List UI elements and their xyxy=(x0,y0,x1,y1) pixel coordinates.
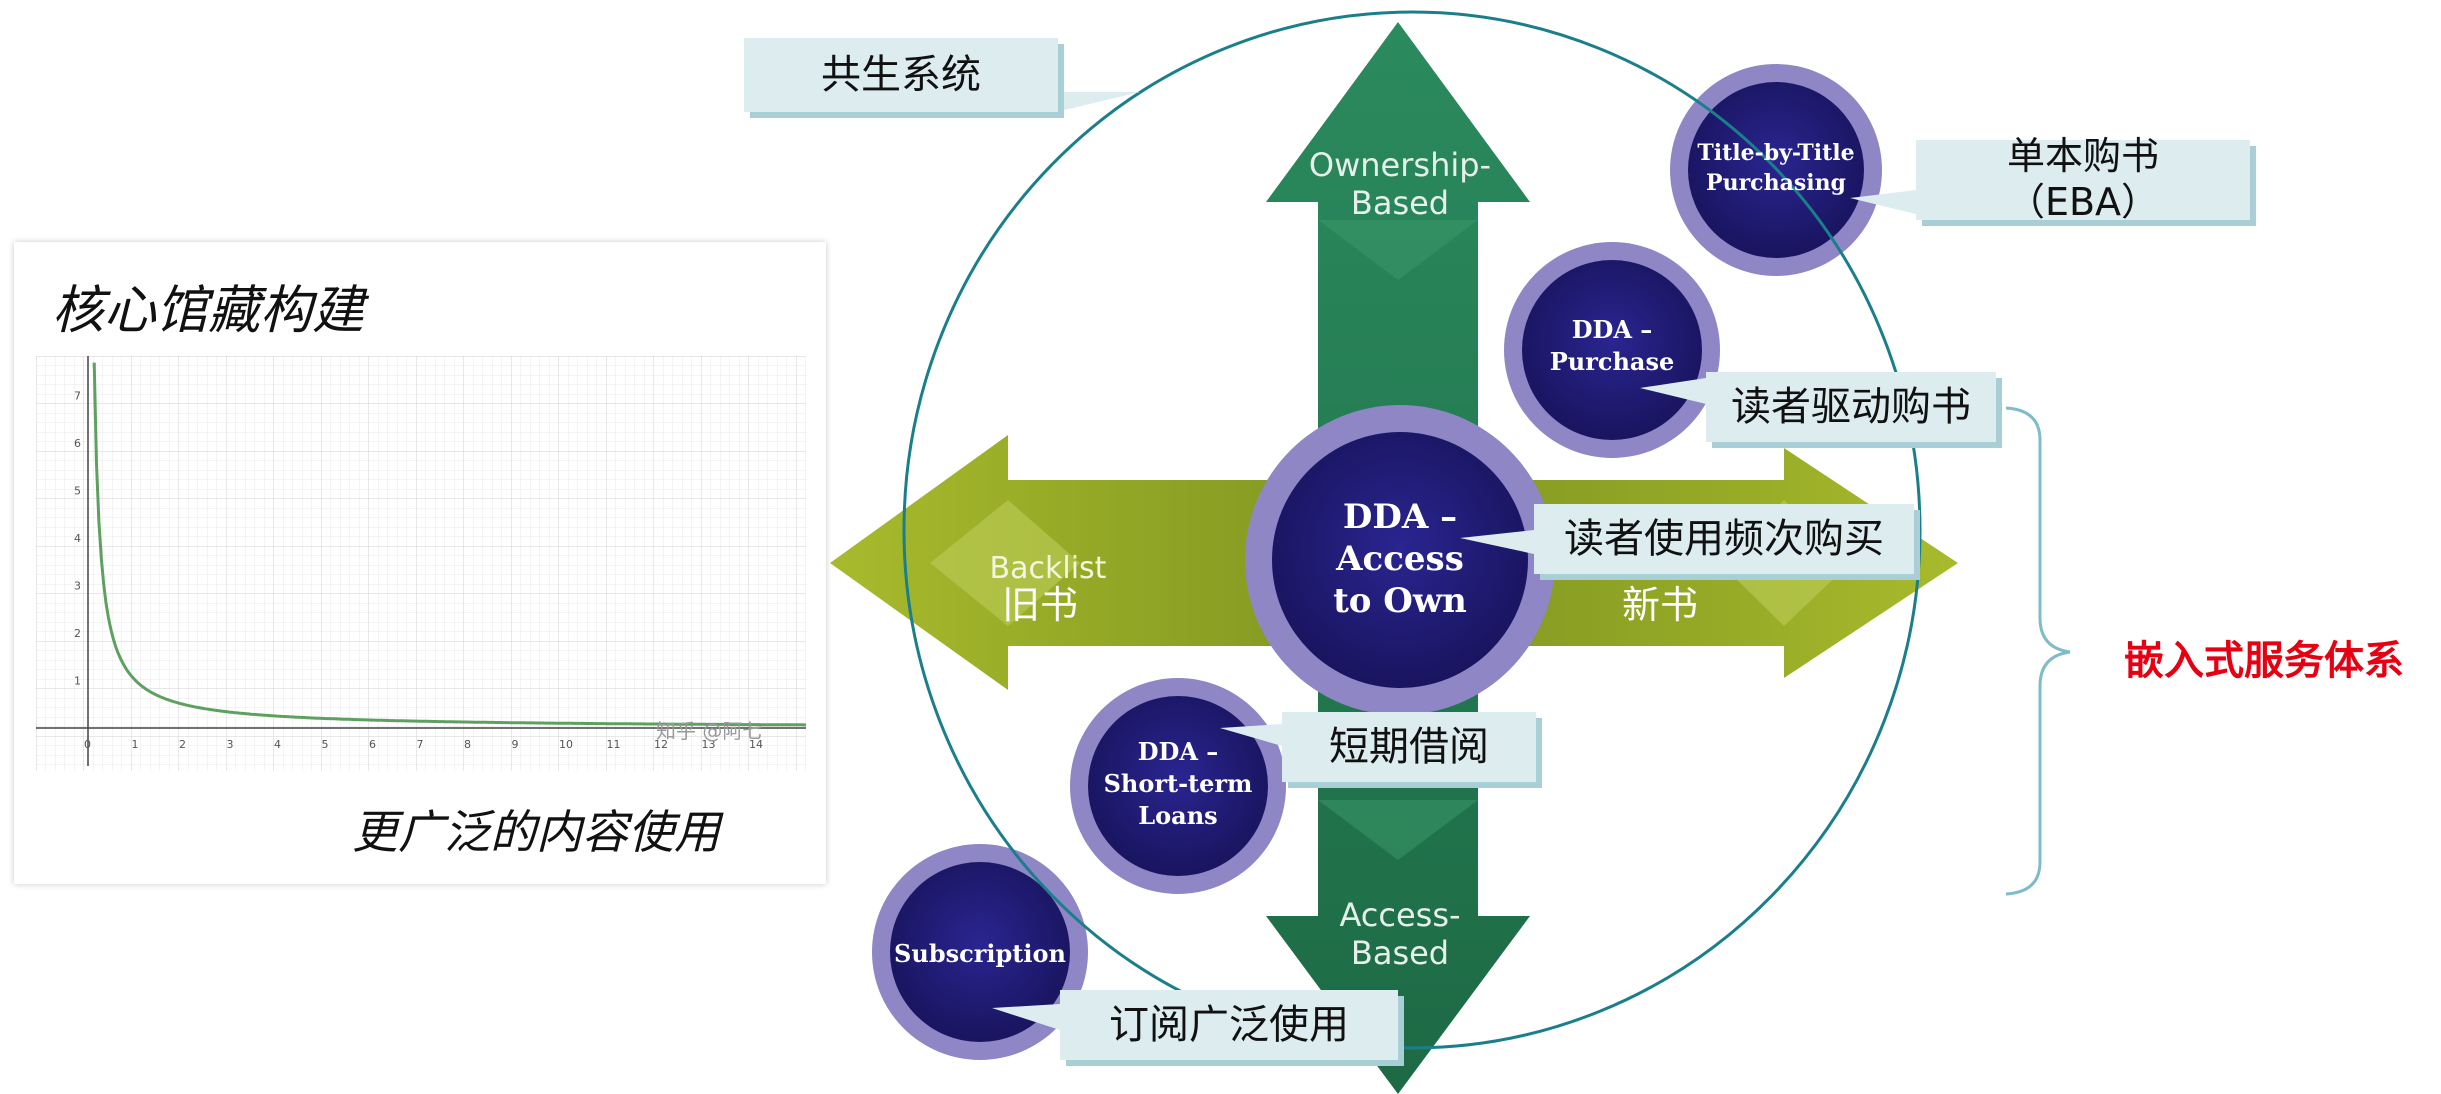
subscription-label: Subscription xyxy=(894,939,1066,968)
card-title: 核心馆藏构建 xyxy=(52,281,365,341)
x-tick-label: 4 xyxy=(274,738,281,751)
embedded-service-label: 嵌入式服务体系 xyxy=(2124,638,2404,684)
x-tick-label: 0 xyxy=(84,738,91,751)
x-tick-label: 9 xyxy=(512,738,519,751)
callout-pointers xyxy=(992,92,1916,1030)
graph-grid xyxy=(36,356,806,771)
subscription-node xyxy=(890,862,1070,1042)
x-tick-label: 7 xyxy=(417,738,424,751)
callout-subscription-use: 订阅广泛使用 xyxy=(1060,990,1398,1060)
access-based-label: Access-Based xyxy=(1339,896,1460,972)
callout-short-loan: 短期借阅 xyxy=(1282,712,1536,782)
x-tick-label: 11 xyxy=(607,738,621,751)
backlist-cn-label: 旧书 xyxy=(1002,583,1078,627)
dda-purchase-label: DDA –Purchase xyxy=(1550,315,1675,376)
x-tick-label: 8 xyxy=(464,738,471,751)
ownership-based-label: Ownership-Based xyxy=(1309,146,1491,222)
y-tick-label: 6 xyxy=(74,437,81,450)
x-tick-label: 14 xyxy=(749,738,763,751)
graph-watermark: 知乎 @阿七 xyxy=(656,719,762,743)
callout-symbiosis: 共生系统 xyxy=(744,38,1058,112)
reciprocal-curve xyxy=(92,362,806,727)
card-caption: 更广泛的内容使用 xyxy=(352,805,720,859)
y-tick-label: 1 xyxy=(74,675,81,688)
y-tick-label: 3 xyxy=(74,580,81,593)
y-tick-label: 5 xyxy=(74,485,81,498)
y-tick-labels: 1 2 3 4 5 6 7 xyxy=(74,390,81,688)
arrow-facet xyxy=(1318,220,1478,280)
y-tick-label: 2 xyxy=(74,627,81,640)
x-tick-label: 10 xyxy=(559,738,573,751)
dda-short-term-node xyxy=(1088,696,1268,876)
x-tick-label: 3 xyxy=(227,738,234,751)
callout-reader-driven: 读者驱动购书 xyxy=(1706,372,1996,442)
callout-usage-purchase: 读者使用频次购买 xyxy=(1534,504,1914,574)
x-tick-label: 5 xyxy=(322,738,329,751)
x-tick-label: 13 xyxy=(702,738,716,751)
x-tick-label: 1 xyxy=(132,738,139,751)
arrow-facet xyxy=(930,500,1080,626)
symbiosis-ring xyxy=(902,10,1922,1050)
embedded-bracket xyxy=(2005,406,2071,896)
y-tick-label: 4 xyxy=(74,532,81,545)
frontlist-cn-label: 新书 xyxy=(1622,583,1698,627)
callout-eba: 单本购书 （EBA） xyxy=(1916,134,2250,224)
center-node xyxy=(1272,432,1528,688)
x-tick-label: 12 xyxy=(654,738,668,751)
backlist-label: Backlist xyxy=(990,551,1107,586)
x-tick-label: 6 xyxy=(369,738,376,751)
dda-purchase-node xyxy=(1522,260,1702,440)
arrow-facet xyxy=(1318,800,1478,860)
x-tick-label: 2 xyxy=(179,738,186,751)
y-tick-label: 7 xyxy=(74,390,81,403)
